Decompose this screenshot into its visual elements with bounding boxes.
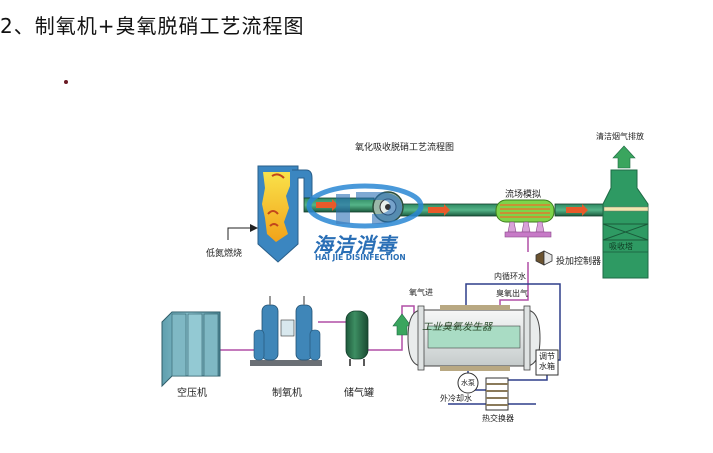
ozone-generator [407,305,541,371]
diagram-subtitle: 氧化吸收脱硝工艺流程图 [355,143,455,153]
regulating-water-tank [535,349,559,376]
gas-storage-tank [345,310,369,366]
label-external-cooling-water: 外冷却水 [440,394,472,403]
oxygen-inlet-arrow [392,313,412,336]
label-ozone-outlet: 臭氧出气 [496,289,528,298]
label-oxygen-generator: 制氧机 [272,388,302,399]
label-dosing-controller: 投加控制器 [556,257,602,267]
label-gas-storage-tank: 储气罐 [344,388,374,399]
label-water-pump: 水泵 [461,379,475,387]
brand-name-en: HAI JIE DISINFECTION [315,253,406,262]
label-oxygen-inlet: 氧气进 [409,288,433,297]
label-ozone-generator: 工业臭氧发生器 [422,322,492,333]
flow-field-mixer [495,199,555,238]
flue-gas-pipe [303,197,608,217]
stray-mark [64,80,68,84]
label-flow-field-simulation: 流场模拟 [505,190,542,200]
label-flue-gas-inlet: 低氮燃烧 [206,249,243,259]
boiler-furnace [257,165,313,263]
plate-heat-exchanger [485,377,509,411]
absorption-tower [602,145,649,279]
haijie-logo [306,183,424,229]
label-plate-heat-exchanger: 热交换器 [482,414,514,423]
label-air-compressor: 空压机 [177,388,207,399]
oxygen-generator [250,296,322,366]
dosing-controller-valve [535,250,553,266]
label-inner-circulating-water: 内循环水 [494,272,526,281]
page-title: 2、制氧机+臭氧脱硝工艺流程图 [0,14,305,38]
brand-name-cn: 海洁消毒 [313,233,397,257]
label-clean-flue-gas-exhaust: 清洁烟气排放 [596,132,644,141]
water-pump [457,372,479,394]
label-absorption-tower: 吸收塔 [609,242,633,251]
flue-gas-inlet-arrow [227,224,258,240]
air-compressor [161,311,221,388]
label-regulating-water-tank: 调节水箱 [539,352,555,371]
